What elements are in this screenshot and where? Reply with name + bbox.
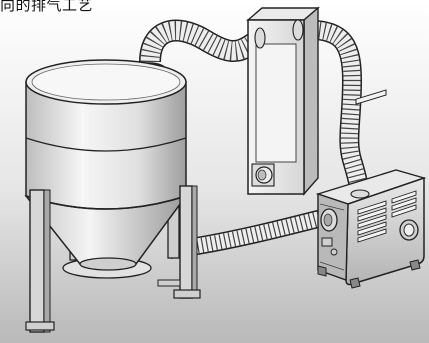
caption-text: 向的排气工艺: [0, 0, 93, 14]
filter-cabinet: [248, 8, 318, 194]
